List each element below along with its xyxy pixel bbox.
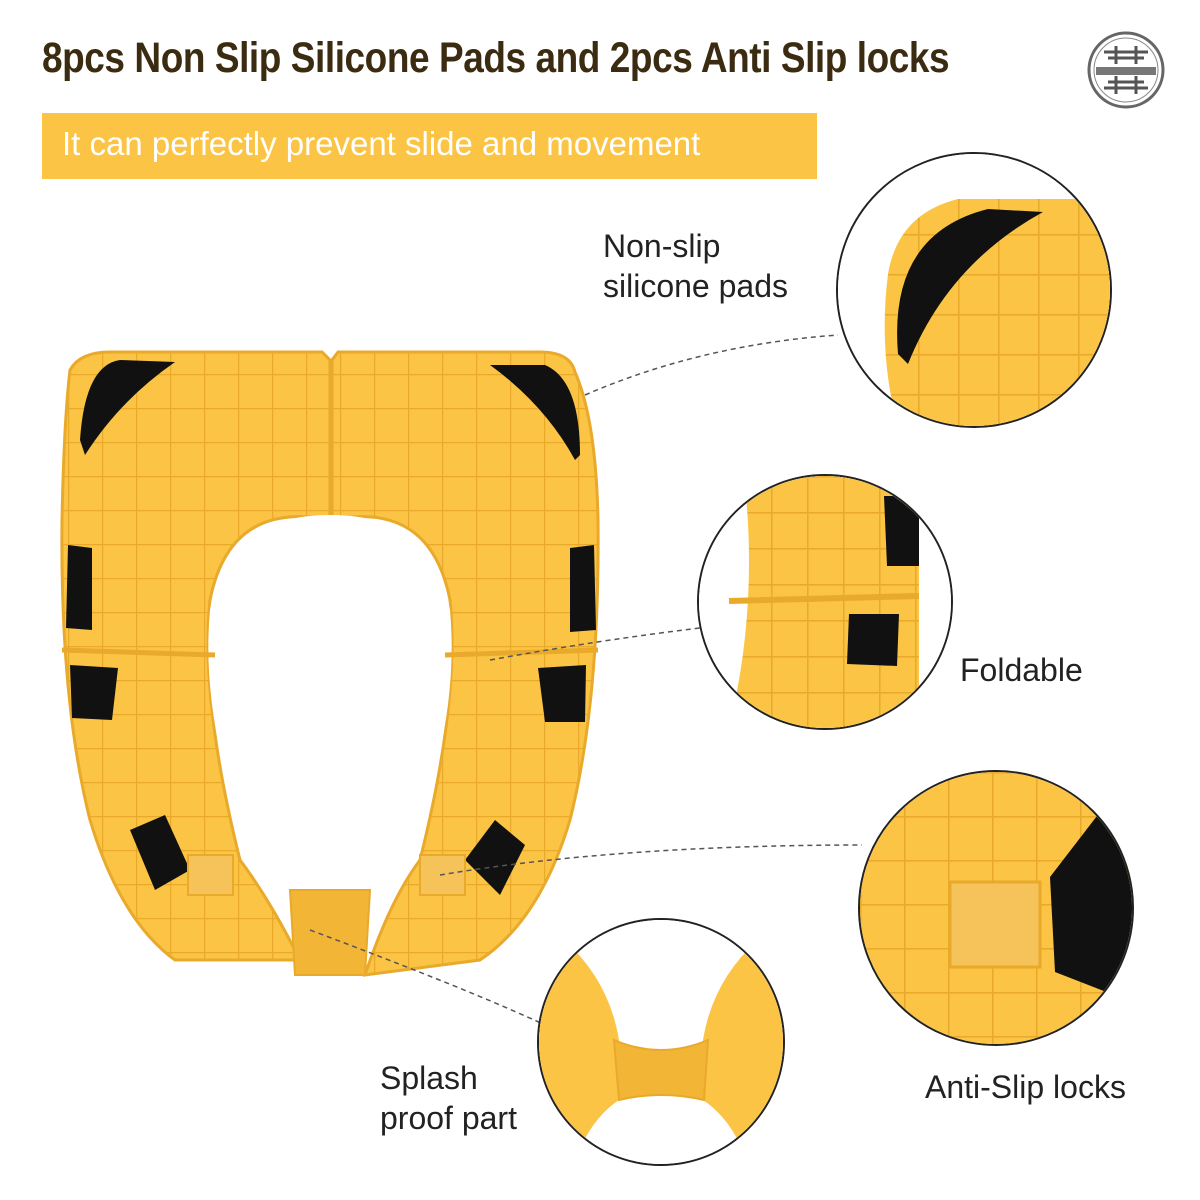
label-line: Anti-Slip locks [925, 1069, 1126, 1105]
callout-foldable-circle [697, 474, 953, 730]
label-line: Splash [380, 1060, 478, 1096]
label-line: silicone pads [603, 268, 788, 304]
callout-splash-circle [537, 918, 785, 1166]
label-line: Foldable [960, 652, 1083, 688]
label-foldable: Foldable [960, 650, 1083, 690]
callout-pads-circle [836, 152, 1112, 428]
page-title: 8pcs Non Slip Silicone Pads and 2pcs Ant… [42, 34, 950, 82]
label-silicone-pads: Non-slip silicone pads [603, 226, 788, 306]
label-anti-slip-locks: Anti-Slip locks [925, 1067, 1126, 1107]
brand-seal-icon [1086, 30, 1166, 110]
callout-locks-circle [858, 770, 1134, 1046]
label-line: Non-slip [603, 228, 721, 264]
banner-text: It can perfectly prevent slide and movem… [62, 125, 701, 162]
label-splash-proof: Splash proof part [380, 1058, 517, 1138]
label-line: proof part [380, 1100, 517, 1136]
subtitle-banner: It can perfectly prevent slide and movem… [42, 113, 817, 179]
